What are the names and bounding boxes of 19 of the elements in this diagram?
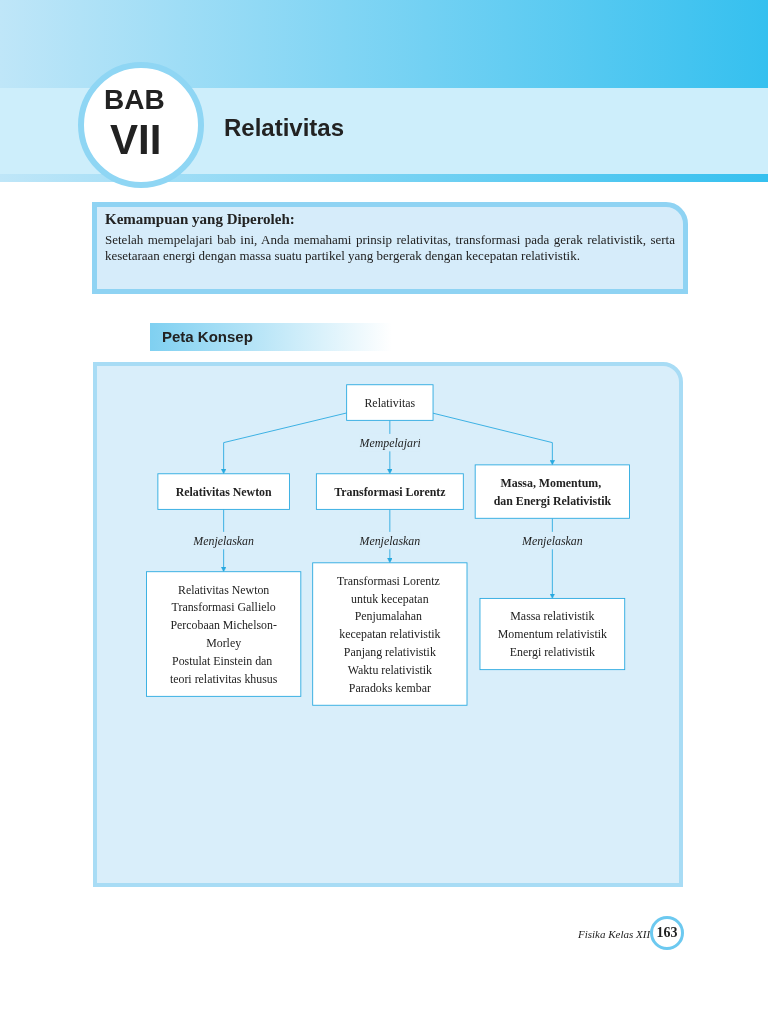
footer-text: Fisika Kelas XII: [578, 928, 651, 940]
chapter-label: BAB: [104, 84, 165, 116]
node-box: [157, 473, 290, 510]
edge-label: Menjelaskan: [522, 534, 583, 548]
chapter-number: VII: [110, 116, 162, 164]
edge-label: Menjelaskan: [193, 534, 254, 548]
page-number: 163: [650, 916, 684, 950]
node-box: [474, 464, 630, 519]
panel-text: Setelah mempelajari bab ini, Anda memahami prinsip relativitas, transformasi pada gerak relativistik, serta kesetaraan energi dengan massa suatu partikel yang bergerak dengan kecepatan relativistik.: [105, 232, 675, 264]
panel-heading: Kemampuan yang Diperoleh:: [105, 211, 296, 228]
concept-map-panel: Mempelajari Menjelaskan Menjelaskan Menjelaskan Relativitas Relativitas Newton Transformasi Lorentz Massa, Momentum, dan Energi Relativistik Relativitas Newton Transformasi Gallielo Percobaan Michelson-Morley Postulat Einstein dan teori relativitas khusus Transformasi Lorentz untuk kecepatan Penjumalahan kecepatan relativistik Panjang relativistik Waktu relativistik Paradoks kembar Massa relativistik Momentum relativistik Energi relativistik: [93, 362, 683, 887]
node-box: [346, 384, 434, 421]
chapter-title: Relativitas: [224, 114, 345, 142]
edge-label: Mempelajari: [359, 436, 421, 450]
node-box: [315, 473, 464, 510]
node-box: [479, 597, 626, 671]
edge-label: Menjelaskan: [359, 534, 421, 548]
node-box: [312, 562, 468, 706]
node-box: [146, 571, 302, 697]
